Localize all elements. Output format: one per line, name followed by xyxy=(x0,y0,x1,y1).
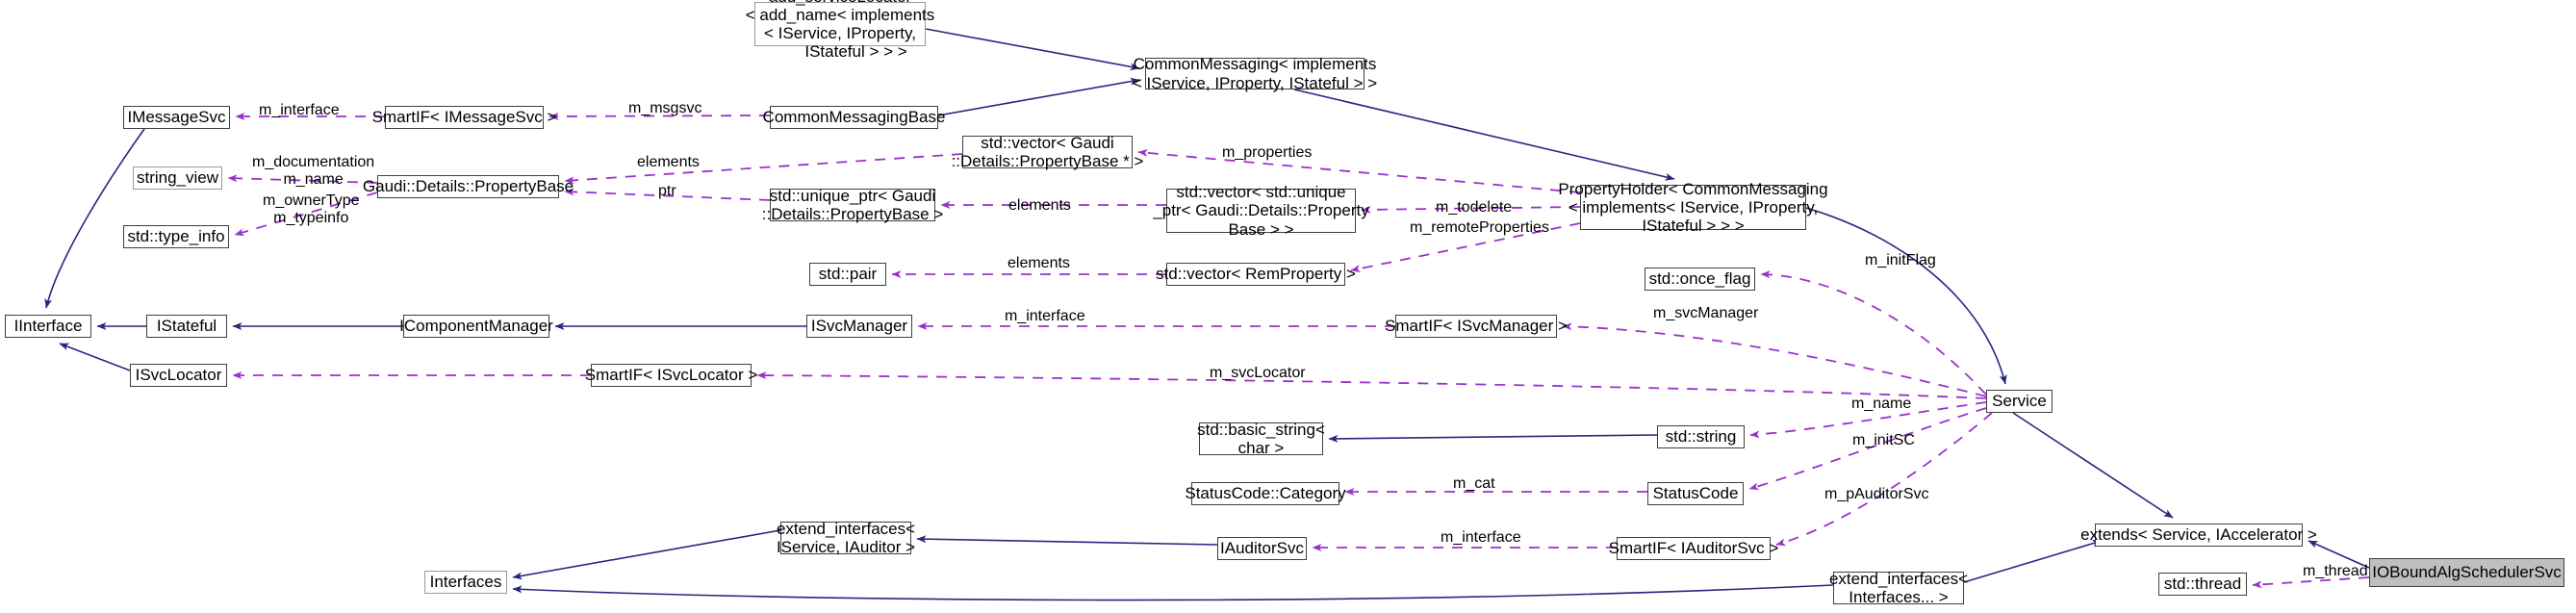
node-std-string[interactable]: std::string xyxy=(1657,425,1745,448)
node-propertyholder[interactable]: PropertyHolder< CommonMessaging < implem… xyxy=(1558,179,1828,236)
edge-label-m-initflag: m_initFlag xyxy=(1865,252,1936,268)
node-vector-unique-ptr-propertybase[interactable]: std::vector< std::unique _ptr< Gaudi::De… xyxy=(1153,183,1369,239)
node-commonmessagingbase[interactable]: CommonMessagingBase xyxy=(763,106,945,129)
node-isvclocator[interactable]: ISvcLocator xyxy=(130,364,227,387)
node-iauditorsvc[interactable]: IAuditorSvc xyxy=(1217,537,1307,560)
edge-label-m-cat: m_cat xyxy=(1453,475,1495,492)
node-commonmessaging[interactable]: CommonMessaging< implements < IService, … xyxy=(1132,55,1378,92)
node-smartif-isvcmanager[interactable]: SmartIF< ISvcManager > xyxy=(1385,315,1568,338)
edge-label-m-ownertype-m-typeinfo: m_ownerType m_typeinfo xyxy=(263,192,360,226)
node-string-view[interactable]: string_view xyxy=(133,166,222,190)
node-std-pair[interactable]: std::pair xyxy=(809,263,886,286)
edge-label-m-remoteproperties: m_remoteProperties xyxy=(1410,219,1549,236)
node-icomponentmanager[interactable]: IComponentManager xyxy=(399,315,553,338)
node-service[interactable]: Service xyxy=(1986,390,2053,413)
edge-label-m-initsc: m_initSC xyxy=(1852,432,1915,448)
node-smartif-iauditorsvc[interactable]: SmartIF< IAuditorSvc > xyxy=(1609,537,1778,560)
node-smartif-imessagesvc[interactable]: SmartIF< IMessageSvc > xyxy=(372,106,556,129)
node-interfaces[interactable]: Interfaces xyxy=(424,571,507,594)
node-std-once-flag[interactable]: std::once_flag xyxy=(1645,268,1755,291)
node-isvcmanager[interactable]: ISvcManager xyxy=(806,315,912,338)
edge-label-m-svclocator: m_svcLocator xyxy=(1210,365,1306,381)
edge-label-elements-unique-ptr: elements xyxy=(1008,197,1071,214)
node-ioboundalgschedulersvc[interactable]: IOBoundAlgSchedulerSvc xyxy=(2369,558,2564,587)
node-std-type-info[interactable]: std::type_info xyxy=(123,225,229,248)
node-std-basic-string[interactable]: std::basic_string< char > xyxy=(1197,420,1325,457)
edge-label-m-svcmanager: m_svcManager xyxy=(1653,305,1759,321)
node-add-servicelocator[interactable]: add_serviceLocator < add_name< implement… xyxy=(746,0,935,61)
node-vector-propertybase-ptr[interactable]: std::vector< Gaudi ::Details::PropertyBa… xyxy=(951,133,1144,170)
edge-label-m-interface-svcmanager: m_interface xyxy=(1005,308,1085,324)
node-imessagesvc[interactable]: IMessageSvc xyxy=(123,106,230,129)
edge-label-m-interface-msgsvc: m_interface xyxy=(259,102,340,118)
node-unique-ptr-propertybase[interactable]: std::unique_ptr< Gaudi ::Details::Proper… xyxy=(761,186,944,223)
edge-label-m-msgsvc: m_msgsvc xyxy=(628,100,702,116)
edge-label-m-todelete: m_todelete xyxy=(1436,199,1513,216)
edge-label-m-pauditorsvc: m_pAuditorSvc xyxy=(1824,486,1929,502)
node-iinterface[interactable]: IInterface xyxy=(5,315,91,338)
edge-label-m-properties: m_properties xyxy=(1222,144,1313,161)
node-extends-service-iaccelerator[interactable]: extends< Service, IAccelerator > xyxy=(2080,524,2317,547)
edge-label-elements-propertybase-ptr: elements xyxy=(637,154,700,170)
node-vector-remproperty[interactable]: std::vector< RemProperty > xyxy=(1156,263,1356,286)
edge-label-ptr: ptr xyxy=(658,183,676,199)
edge-label-m-thread: m_thread xyxy=(2303,563,2368,579)
node-statuscode-category[interactable]: StatusCode::Category xyxy=(1185,482,1346,505)
edge-label-m-name: m_name xyxy=(1851,396,1912,412)
node-istateful[interactable]: IStateful xyxy=(146,315,227,338)
node-gaudi-details-propertybase[interactable]: Gaudi::Details::PropertyBase xyxy=(363,175,574,198)
edge-label-m-documentation-m-name: m_documentation m_name xyxy=(252,154,375,188)
node-extend-interfaces-interfaces[interactable]: extend_interfaces< Interfaces... > xyxy=(1828,569,1969,606)
node-smartif-isvclocator[interactable]: SmartIF< ISvcLocator > xyxy=(585,364,757,387)
node-std-thread[interactable]: std::thread xyxy=(2158,573,2247,596)
edge-label-elements-pair: elements xyxy=(1007,255,1070,271)
edge-label-m-interface-auditor: m_interface xyxy=(1441,529,1521,546)
node-extend-interfaces-iservice-iauditor[interactable]: extend_interfaces< IService, IAuditor > xyxy=(776,519,916,556)
node-statuscode[interactable]: StatusCode xyxy=(1647,482,1744,505)
